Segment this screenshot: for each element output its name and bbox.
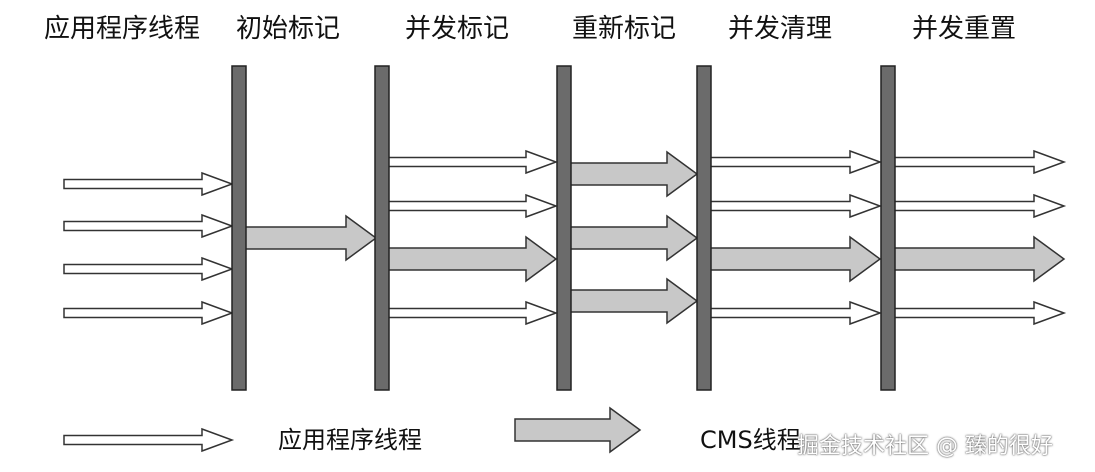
phase-label-concurrent-mark: 并发标记 — [405, 14, 510, 44]
phase-label-initial-mark: 初始标记 — [236, 14, 341, 44]
legend-app-thread-arrow — [63, 427, 235, 453]
app-thread-arrow — [387, 193, 559, 219]
app-thread-arrow — [709, 149, 883, 175]
legend-cms-thread-arrow — [514, 406, 642, 454]
app-thread-arrow — [709, 193, 883, 219]
phase-barrier — [880, 65, 896, 391]
phase-barrier — [696, 65, 712, 391]
app-thread-arrow — [63, 300, 235, 326]
app-thread-arrow — [63, 213, 235, 239]
app-thread-arrow — [63, 171, 235, 197]
cms-thread-arrow — [709, 235, 882, 283]
app-thread-arrow — [387, 300, 559, 326]
phase-barrier — [231, 65, 247, 391]
cms-thread-arrow — [387, 235, 558, 283]
phase-barrier — [556, 65, 572, 391]
cms-thread-arrow — [569, 214, 699, 262]
app-thread-arrow — [893, 300, 1067, 326]
app-thread-arrow — [893, 149, 1067, 175]
app-thread-arrow — [63, 256, 235, 282]
phase-label-concurrent-reset: 并发重置 — [912, 14, 1017, 44]
phase-label-remark: 重新标记 — [572, 14, 677, 44]
legend-label-cms-thread: CMS线程 — [700, 426, 801, 454]
app-thread-arrow — [387, 149, 559, 175]
phase-label-concurrent-sweep: 并发清理 — [728, 14, 833, 44]
phase-barrier — [374, 65, 390, 391]
cms-thread-arrow — [569, 277, 699, 325]
cms-thread-arrow — [893, 235, 1066, 283]
phase-label-app-threads: 应用程序线程 — [44, 14, 201, 44]
legend-label-app-thread: 应用程序线程 — [278, 426, 422, 454]
watermark-text: 掘金技术社区 @ 臻的很好 — [797, 434, 1053, 459]
app-thread-arrow — [893, 193, 1067, 219]
cms-thread-arrow — [569, 150, 699, 198]
app-thread-arrow — [709, 300, 883, 326]
cms-thread-arrow — [243, 214, 378, 262]
